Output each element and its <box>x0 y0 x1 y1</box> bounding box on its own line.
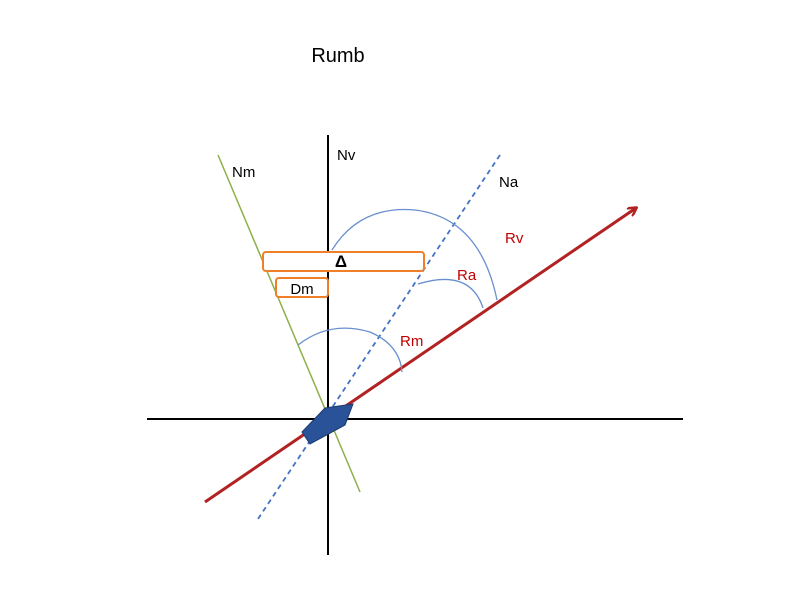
rm-arc <box>297 327 403 373</box>
title: Rumb <box>311 45 364 67</box>
delta-box <box>262 251 425 272</box>
dm-box <box>275 277 329 298</box>
rv-arc <box>331 208 498 301</box>
rm-label: Rm <box>400 333 423 350</box>
course-line <box>204 208 636 504</box>
na-label: Na <box>499 174 519 191</box>
rv-label: Rv <box>505 230 524 247</box>
compass-north-line <box>255 154 501 523</box>
ra-label: Ra <box>457 267 477 284</box>
ship-icon <box>301 403 354 445</box>
dm-label: Dm <box>290 281 313 298</box>
ra-arc <box>417 278 484 309</box>
nv-label: Nv <box>337 147 356 164</box>
nm-label: Nm <box>232 164 255 181</box>
magnetic-north-line <box>217 154 361 493</box>
delta-label: Δ <box>335 252 347 271</box>
